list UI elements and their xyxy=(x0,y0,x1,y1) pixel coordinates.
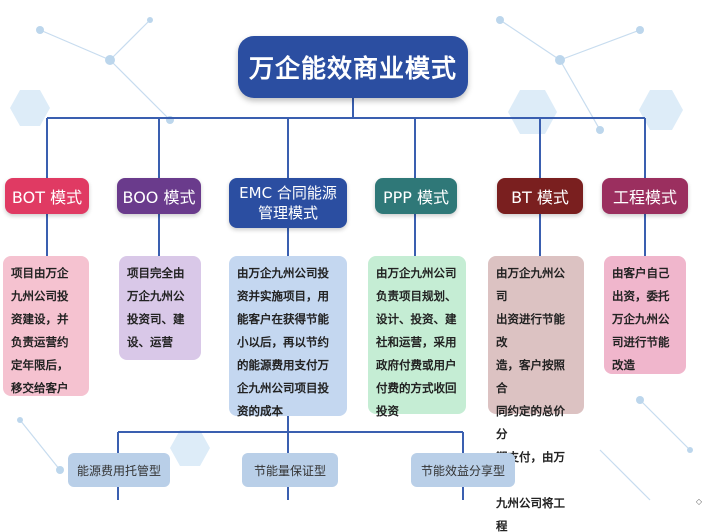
emc-type-energy-saving-guarantee: 节能量保证型 xyxy=(242,453,338,487)
desc-bot: 项目由万企 九州公司投 资建设，并 负责运营约 定年限后， 移交给客户 xyxy=(3,256,89,396)
emc-type-energy-cost-trusteeship: 能源费用托管型 xyxy=(68,453,170,487)
desc-ppp: 由万企九州公司 负责项目规划、 设计、投资、建 社和运营，采用 政府付费或用户 … xyxy=(368,256,466,418)
model-engineering: 工程模式 xyxy=(602,178,688,214)
model-boo: BOO 模式 xyxy=(117,178,201,214)
model-bt: BT 模式 xyxy=(497,178,583,214)
model-emc: EMC 合同能源 管理模式 xyxy=(229,178,347,228)
desc-bt: 由万企九州公司 出资进行节能改 造，客户按照合 同约定的总价分 期支付，由万企 … xyxy=(488,256,584,532)
diagram-title: 万企能效商业模式 xyxy=(238,36,468,98)
desc-engineering: 由客户自己 出资，委托 万企九州公 司进行节能 改造 xyxy=(604,256,686,374)
molecule-nodes xyxy=(17,16,693,474)
model-bot: BOT 模式 xyxy=(5,178,89,214)
model-ppp: PPP 模式 xyxy=(375,178,457,214)
corner-mark-icon: ◇ xyxy=(695,497,702,506)
molecule-decoration xyxy=(19,19,691,501)
desc-emc: 由万企九州公司投 资并实施项目，用 能客户在获得节能 小以后，再以节约 的能源费… xyxy=(229,256,347,418)
connector-lines xyxy=(46,98,646,500)
emc-type-saving-benefit-sharing: 节能效益分享型 xyxy=(411,453,515,487)
desc-boo: 项目完全由 万企九州公 投资司、建 设、运营 xyxy=(119,256,201,360)
hexagon-decoration xyxy=(10,90,683,466)
